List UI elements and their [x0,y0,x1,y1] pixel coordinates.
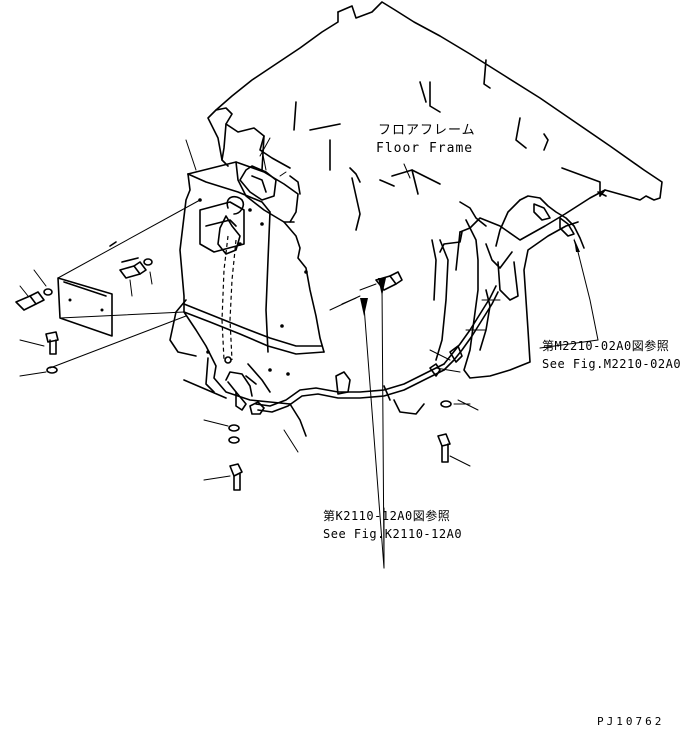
floor-frame-label-jp: フロアフレーム [378,123,476,138]
battery-box [179,137,325,355]
right-console [429,191,607,411]
cable-harness [249,285,499,453]
floor-frame-label-en: Floor Frame [376,141,474,156]
ref-k2110-label-jp: 第K2110-12A0図参照 [323,509,451,523]
ref-m2210-label-jp: 第M2210-02A0図参照 [542,339,670,353]
lower-body [169,235,291,411]
ref-k2110-label-en: See Fig.K2110-12A0 [323,527,463,541]
leader-lines [341,163,599,349]
floor-frame [207,1,663,271]
loose-parts-left [15,199,227,399]
drawing-code: PJ10762 [597,715,665,728]
ref-m2210-label-en: See Fig.M2210-02A0 [542,357,682,371]
reference-arrows [360,278,386,569]
